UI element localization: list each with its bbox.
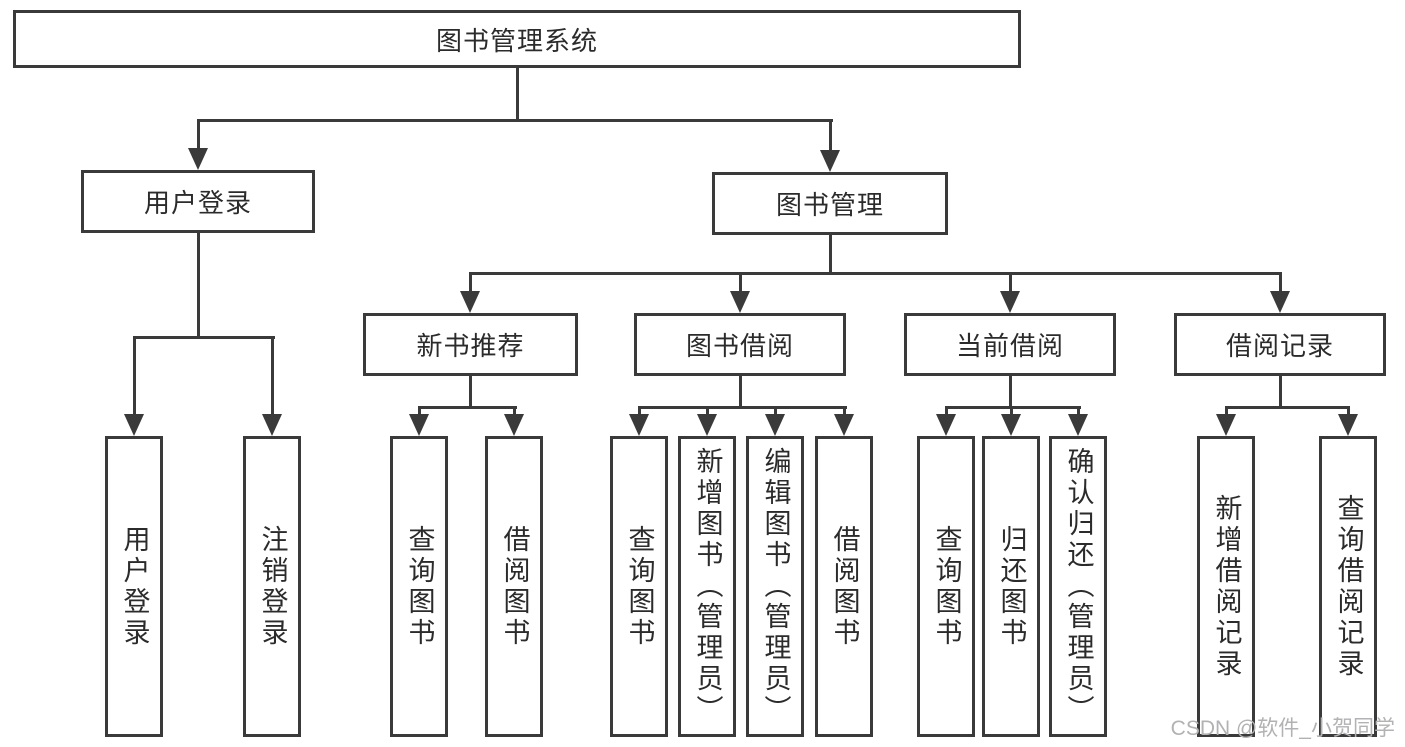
node-label: 查询图书	[624, 524, 655, 649]
connector-vline	[196, 233, 200, 337]
node-label: 借阅记录	[1225, 331, 1334, 361]
arrowhead-down-icon	[504, 414, 524, 436]
arrowhead-down-icon	[409, 414, 429, 436]
leaf-add-borrow-record: 新增借阅记录	[1197, 436, 1255, 737]
connector-vline	[1278, 272, 1282, 294]
node-label: 借阅图书	[829, 524, 860, 649]
connector-vline	[944, 406, 948, 418]
connector-vline	[705, 406, 709, 418]
arrowhead-down-icon	[730, 291, 750, 313]
leaf-borrow-books: 借阅图书	[815, 436, 873, 737]
connector-hline	[1224, 406, 1350, 409]
arrowhead-down-icon	[188, 148, 208, 170]
connector-hline	[132, 336, 275, 339]
arrowhead-down-icon	[1270, 291, 1290, 313]
arrowhead-down-icon	[1068, 414, 1088, 436]
connector-vline	[1008, 376, 1012, 409]
leaf-query-books-current: 查询图书	[917, 436, 975, 737]
arrowhead-down-icon	[124, 414, 144, 436]
node-label: 用户登录	[119, 524, 150, 649]
csdn-watermark: CSDN @软件_小贺同学	[1170, 717, 1395, 740]
node-label: 确认归还（管理员）	[1063, 447, 1094, 726]
arrowhead-down-icon	[697, 414, 717, 436]
arrowhead-down-icon	[1338, 414, 1358, 436]
node-book-management: 图书管理	[712, 172, 948, 235]
connector-vline	[417, 406, 421, 418]
connector-vline	[1346, 406, 1350, 418]
arrowhead-down-icon	[460, 291, 480, 313]
leaf-return-books: 归还图书	[982, 436, 1040, 737]
leaf-confirm-return-admin: 确认归还（管理员）	[1049, 436, 1107, 737]
node-borrow-records: 借阅记录	[1174, 313, 1386, 376]
connector-hline	[417, 406, 517, 409]
leaf-query-books-recommend: 查询图书	[390, 436, 448, 737]
leaf-edit-book-admin: 编辑图书（管理员）	[746, 436, 804, 737]
arrowhead-down-icon	[629, 414, 649, 436]
node-label: 查询图书	[931, 524, 962, 649]
node-label: 当前借阅	[955, 331, 1064, 361]
leaf-user-login: 用户登录	[105, 436, 163, 737]
node-label: 查询借阅记录	[1333, 493, 1364, 680]
node-label: 归还图书	[996, 524, 1027, 649]
connector-vline	[1224, 406, 1228, 418]
node-label: 图书管理	[775, 190, 884, 220]
connector-vline	[738, 376, 742, 409]
arrowhead-down-icon	[1216, 414, 1236, 436]
node-label: 注销登录	[257, 524, 288, 649]
arrowhead-down-icon	[936, 414, 956, 436]
connector-vline	[637, 406, 641, 418]
connector-hline	[944, 406, 1081, 409]
arrowhead-down-icon	[834, 414, 854, 436]
connector-vline	[196, 119, 200, 150]
leaf-add-book-admin: 新增图书（管理员）	[678, 436, 736, 737]
connector-vline	[773, 406, 777, 418]
node-label: 查询图书	[404, 524, 435, 649]
arrowhead-down-icon	[262, 414, 282, 436]
node-user-login-group: 用户登录	[81, 170, 315, 233]
arrowhead-down-icon	[1001, 414, 1021, 436]
connector-vline	[828, 119, 832, 152]
connector-vline	[1278, 376, 1282, 409]
node-label: 图书借阅	[685, 331, 794, 361]
connector-hline	[196, 119, 833, 122]
connector-vline	[842, 406, 846, 418]
node-label: 新书推荐	[416, 331, 525, 361]
node-label: 新增借阅记录	[1211, 493, 1242, 680]
connector-vline	[270, 336, 274, 416]
connector-vline	[468, 272, 472, 294]
arrowhead-down-icon	[1000, 291, 1020, 313]
arrowhead-down-icon	[820, 150, 840, 172]
node-new-book-recommend: 新书推荐	[363, 313, 578, 376]
node-current-borrow: 当前借阅	[904, 313, 1116, 376]
leaf-borrow-books-recommend: 借阅图书	[485, 436, 543, 737]
connector-vline	[512, 406, 516, 418]
node-root: 图书管理系统	[13, 10, 1021, 68]
node-book-borrow: 图书借阅	[634, 313, 846, 376]
node-label: 编辑图书（管理员）	[760, 447, 791, 726]
node-label: 用户登录	[143, 188, 252, 218]
connector-vline	[828, 235, 832, 275]
connector-vline	[1076, 406, 1080, 418]
node-label: 新增图书（管理员）	[692, 447, 723, 726]
node-label: 借阅图书	[499, 524, 530, 649]
connector-vline	[468, 376, 472, 409]
leaf-logout: 注销登录	[243, 436, 301, 737]
connector-vline	[515, 68, 519, 121]
connector-hline	[637, 406, 847, 409]
node-label: 图书管理系统	[435, 25, 598, 56]
connector-vline	[1008, 272, 1012, 294]
connector-hline	[468, 272, 1282, 275]
arrowhead-down-icon	[765, 414, 785, 436]
leaf-query-borrow-record: 查询借阅记录	[1319, 436, 1377, 737]
connector-vline	[132, 336, 136, 416]
leaf-query-books-borrow: 查询图书	[610, 436, 668, 737]
connector-vline	[738, 272, 742, 294]
connector-vline	[1009, 406, 1013, 418]
